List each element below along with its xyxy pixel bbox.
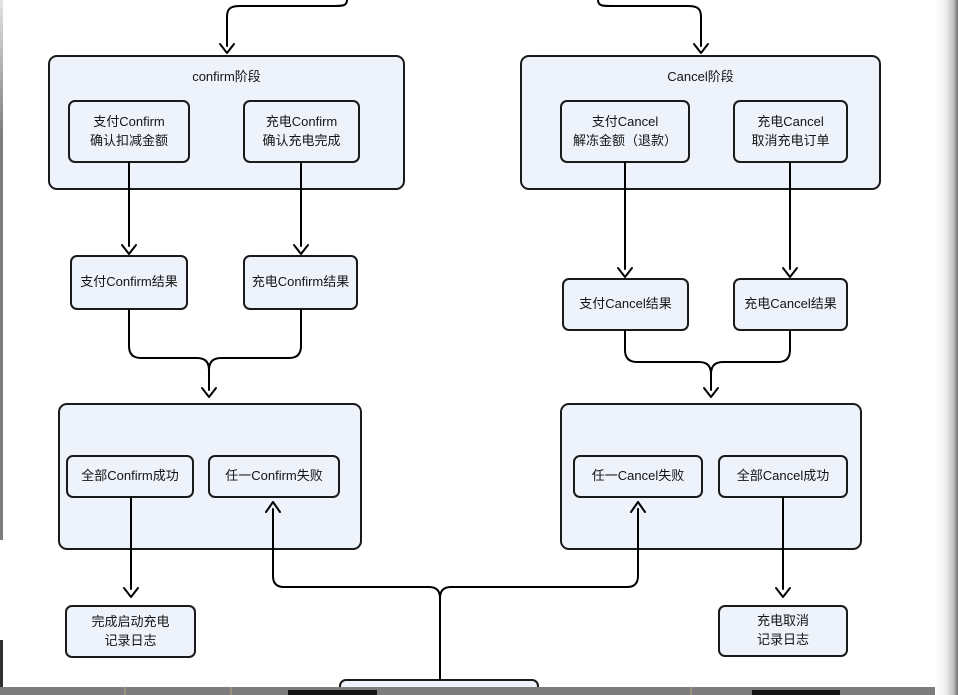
bottom-bar-separator (124, 687, 126, 695)
pay-confirm-line2: 确认扣减金额 (89, 132, 168, 148)
cancel-all-success-label: 全部Cancel成功 (736, 468, 830, 484)
confirm-any-fail-label: 任一Confirm失败 (225, 468, 323, 484)
final-left-line1: 完成启动充电 (91, 613, 170, 629)
bottom-edge-bar (0, 687, 937, 695)
bottom-bar-dark-segment (288, 690, 377, 695)
final-right-line1: 充电取消 (756, 613, 809, 629)
charge-confirm-line1: 充电Confirm (265, 113, 338, 129)
charge-confirm-node: 充电Confirm 确认充电完成 (243, 100, 360, 163)
final-left-line2: 记录日志 (104, 632, 157, 648)
pay-cancel-line2: 解冻金额（退款） (572, 132, 677, 148)
left-window-edge (0, 0, 3, 540)
cancel-any-fail-node: 任一Cancel失败 (573, 455, 703, 498)
cancel-any-fail-label: 任一Cancel失败 (591, 468, 685, 484)
pay-cancel-node: 支付Cancel 解冻金额（退款） (560, 100, 690, 163)
charge-cancel-node: 充电Cancel 取消充电订单 (733, 100, 848, 163)
confirm-stage-title: confirm阶段 (192, 69, 261, 84)
bottom-bar-separator (230, 687, 232, 695)
pay-confirm-result-node: 支付Confirm结果 (70, 255, 188, 310)
bottom-bar-separator (690, 687, 692, 695)
confirm-all-success-node: 全部Confirm成功 (66, 455, 194, 498)
charge-confirm-line2: 确认充电完成 (262, 132, 341, 148)
charge-confirm-result-label: 充电Confirm结果 (251, 274, 350, 290)
bottom-bar-dark-segment (752, 690, 840, 695)
edge-into-confirm-stage (219, 0, 348, 54)
pay-cancel-result-label: 支付Cancel结果 (579, 296, 672, 312)
edge-into-cancel-stage (597, 0, 709, 54)
final-left-node: 完成启动充电 记录日志 (65, 605, 196, 658)
edge-cancel-results-merge (624, 330, 791, 398)
edge-confirm-results-merge (128, 309, 302, 398)
pay-cancel-result-node: 支付Cancel结果 (562, 278, 689, 331)
charge-cancel-line2: 取消充电订单 (751, 132, 830, 148)
charge-cancel-result-node: 充电Cancel结果 (733, 278, 848, 331)
charge-confirm-result-node: 充电Confirm结果 (243, 255, 358, 310)
confirm-all-success-label: 全部Confirm成功 (81, 468, 179, 484)
pay-confirm-node: 支付Confirm 确认扣减金额 (68, 100, 190, 163)
cancel-stage-title: Cancel阶段 (667, 69, 734, 84)
left-window-edge-dark (0, 640, 3, 687)
cancel-all-success-node: 全部Cancel成功 (718, 455, 848, 498)
final-right-node: 充电取消 记录日志 (718, 605, 848, 657)
pay-confirm-result-label: 支付Confirm结果 (80, 274, 178, 290)
confirm-any-fail-node: 任一Confirm失败 (208, 455, 340, 498)
pay-cancel-line1: 支付Cancel (591, 113, 659, 129)
charge-cancel-line1: 充电Cancel (757, 113, 824, 129)
final-right-line2: 记录日志 (756, 632, 809, 647)
charge-cancel-result-label: 充电Cancel结果 (744, 296, 837, 312)
right-window-edge (935, 0, 958, 695)
pay-confirm-line1: 支付Confirm (93, 113, 165, 129)
